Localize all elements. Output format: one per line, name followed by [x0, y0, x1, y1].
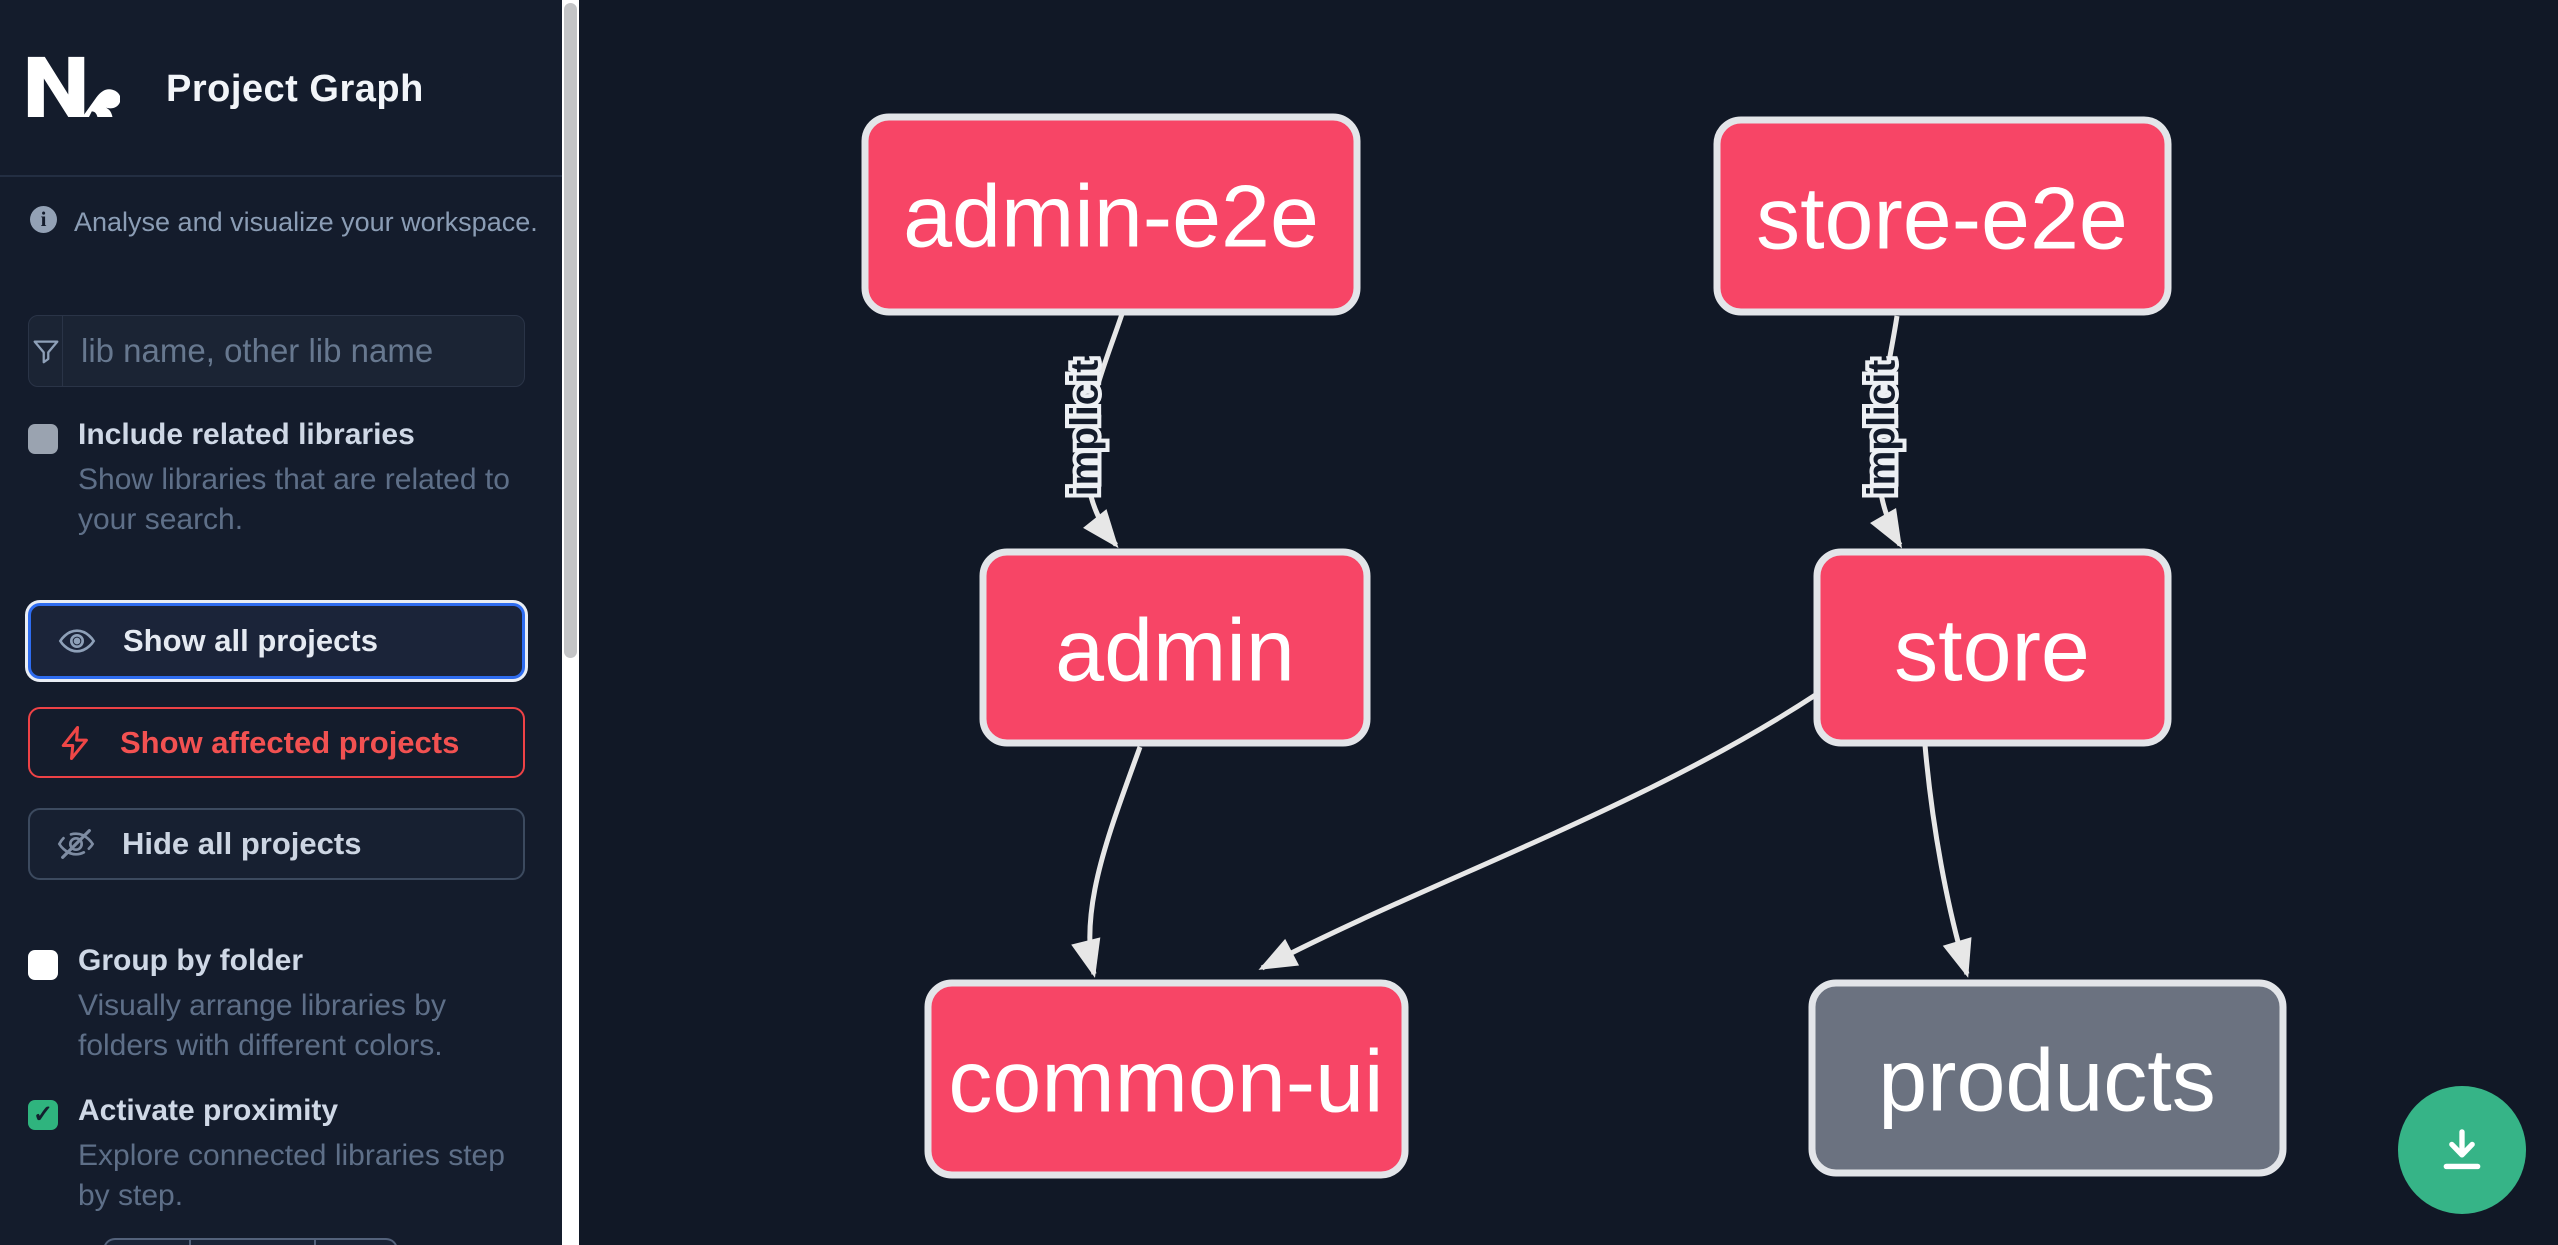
show-affected-projects-button[interactable]: Show affected projects [28, 707, 525, 778]
node-products-label: products [1878, 1031, 2216, 1130]
activate-proximity-checkbox[interactable] [28, 1100, 58, 1130]
edge-admin-common-ui[interactable] [1071, 746, 1143, 978]
node-admin-e2e-label: admin-e2e [903, 167, 1319, 266]
sidebar-scrollbar-thumb[interactable] [564, 3, 577, 658]
edge-label-implicit-1: implicit [1064, 360, 1107, 497]
nx-logo-icon [26, 54, 121, 118]
proximity-depth-stepper[interactable] [103, 1238, 398, 1245]
sidebar-scrollbar-track[interactable] [562, 0, 579, 1245]
workspace-hint: Analyse and visualize your workspace. [74, 207, 538, 237]
node-store-label: store [1894, 601, 2090, 700]
graph-canvas[interactable]: implicit implicit admin-e2e store-e2e ad… [579, 0, 2558, 1245]
proximity-decrement-button[interactable] [105, 1240, 189, 1245]
page-title: Project Graph [166, 68, 424, 110]
show-all-projects-button[interactable]: Show all projects [28, 603, 525, 679]
activate-proximity-description: Explore connected libraries step by step… [78, 1139, 505, 1212]
show-all-projects-label: Show all projects [123, 623, 378, 658]
edge-store-common-ui[interactable] [1258, 691, 1819, 971]
search-input[interactable] [63, 316, 524, 386]
group-by-folder-checkbox[interactable] [28, 950, 58, 980]
proximity-value-cell [189, 1240, 313, 1245]
include-related-checkbox[interactable] [28, 424, 58, 454]
node-admin[interactable]: admin [979, 548, 1371, 747]
hide-all-projects-button[interactable]: Hide all projects [28, 808, 525, 880]
node-store[interactable]: store [1813, 548, 2172, 747]
sidebar: Project Graph i Analyse and visualize yo… [0, 0, 562, 1245]
edge-store-products[interactable] [1922, 744, 1972, 978]
header-divider [0, 175, 562, 177]
node-admin-e2e[interactable]: admin-e2e [861, 113, 1361, 316]
show-affected-projects-label: Show affected projects [120, 724, 460, 760]
edge-store-e2e-store[interactable] [1870, 315, 1903, 549]
dark-mode-toggle[interactable] [420, 68, 458, 106]
proximity-increment-button[interactable] [313, 1240, 396, 1245]
include-related-description: Show libraries that are related to your … [78, 463, 510, 536]
eye-slash-icon [57, 829, 95, 859]
bolt-icon [61, 725, 88, 760]
group-by-folder-description: Visually arrange libraries by folders wi… [78, 989, 446, 1062]
hide-all-projects-label: Hide all projects [122, 826, 362, 861]
download-graph-button[interactable] [2398, 1086, 2526, 1214]
edge-admin-e2e-admin[interactable] [1083, 313, 1125, 549]
funnel-icon [29, 316, 63, 386]
info-icon: i [30, 206, 57, 233]
include-related-label: Include related libraries [78, 418, 415, 451]
edge-label-implicit-2: implicit [1861, 360, 1904, 497]
node-common-ui-label: common-ui [948, 1032, 1383, 1131]
eye-icon [58, 629, 96, 653]
group-by-folder-label: Group by folder [78, 944, 303, 977]
activate-proximity-label: Activate proximity [78, 1094, 339, 1127]
node-admin-label: admin [1055, 601, 1295, 700]
node-store-e2e-label: store-e2e [1756, 169, 2128, 268]
node-products[interactable]: products [1808, 979, 2287, 1177]
download-icon [2443, 1129, 2481, 1170]
project-filter-box [28, 315, 525, 387]
node-common-ui[interactable]: common-ui [924, 979, 1409, 1179]
node-store-e2e[interactable]: store-e2e [1713, 116, 2172, 316]
